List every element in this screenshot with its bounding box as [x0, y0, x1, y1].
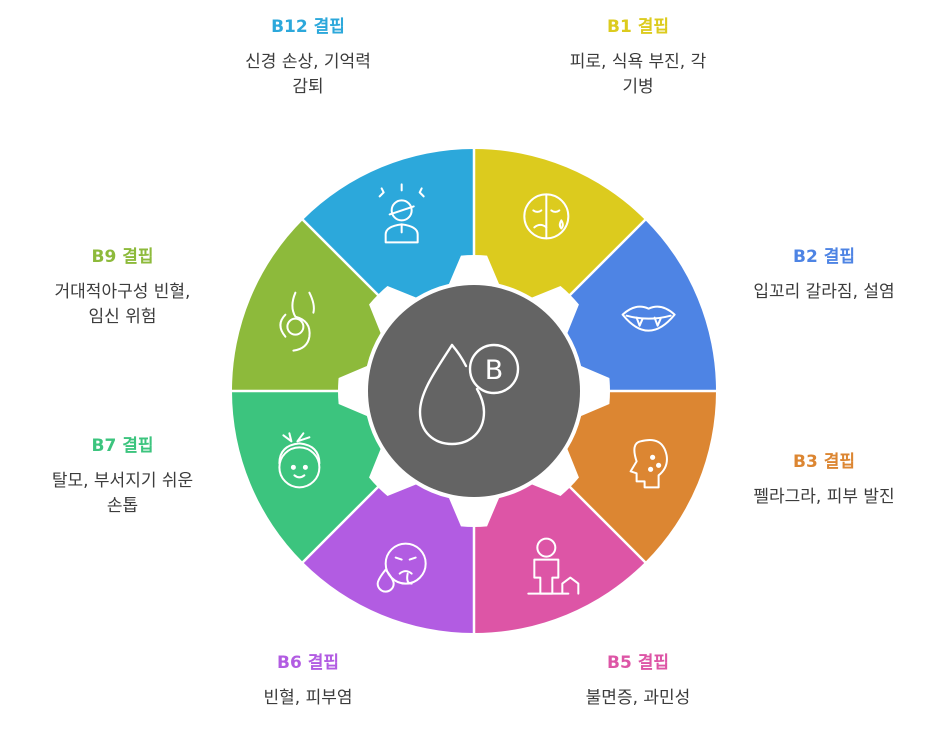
segment-b12: [302, 149, 474, 298]
b5-description: 불면증, 과민성: [585, 688, 691, 708]
sad-half-face-icon: [523, 193, 570, 240]
pregnancy-icon: [279, 291, 315, 352]
b6-description: 빈혈, 피부염: [263, 688, 353, 708]
b2-description: 입꼬리 갈라짐, 설염: [753, 282, 895, 302]
center-letter: B: [485, 355, 504, 386]
tired-person-icon: [527, 537, 580, 595]
hair-loss-head-icon: [278, 432, 321, 489]
b3-description: 펠라그라, 피부 발진: [753, 487, 895, 507]
segment-divider: [568, 485, 647, 564]
b6-title: B6 결핍: [277, 653, 339, 673]
segment-divider: [301, 218, 380, 297]
b5-title: B5 결핍: [607, 653, 669, 673]
label-b9: B9 결핍 거대적아구성 빈혈,임신 위험: [10, 246, 235, 330]
segment-b5: [474, 484, 646, 633]
segment-b3: [567, 391, 716, 563]
label-b3: B3 결핍 펠라그라, 피부 발진: [714, 451, 934, 510]
b9-description: 거대적아구성 빈혈,임신 위험: [54, 282, 191, 327]
segment-icons: [278, 183, 676, 595]
label-b5: B5 결핍 불면증, 과민성: [528, 652, 748, 711]
nerve-damage-head-icon: [378, 183, 425, 244]
label-b6: B6 결핍 빈혈, 피부염: [198, 652, 418, 711]
center-circle: [368, 285, 580, 497]
segment-b6: [302, 484, 474, 633]
skin-rash-face-icon: [629, 438, 668, 489]
segment-b2: [567, 219, 716, 391]
b7-title: B7 결핍: [91, 436, 154, 456]
b3-title: B3 결핍: [793, 452, 855, 472]
segment-divider: [568, 218, 647, 297]
center-hub: B: [368, 285, 580, 497]
b9-title: B9 결핍: [91, 247, 154, 267]
mouth-icon: [621, 305, 676, 332]
segment-divider: [301, 485, 380, 564]
b1-title: B1 결핍: [607, 17, 669, 37]
segment-b9: [232, 219, 381, 391]
label-b2: B2 결핍 입꼬리 갈라짐, 설염: [714, 246, 934, 305]
sick-face-drop-icon: [376, 542, 427, 593]
b2-title: B2 결핍: [793, 247, 855, 267]
vitamin-b-drop-icon: [418, 343, 520, 446]
segment-b7: [232, 391, 381, 563]
b12-title: B12 결핍: [271, 17, 345, 37]
